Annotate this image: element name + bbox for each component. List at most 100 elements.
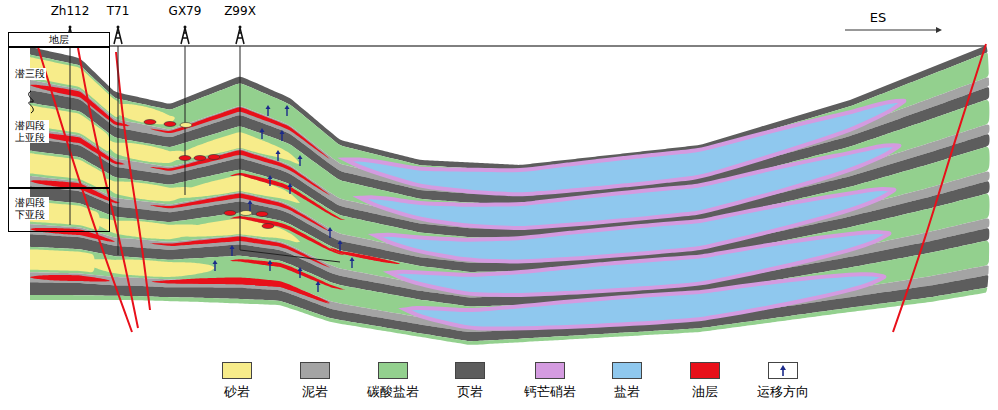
- lens: [110, 103, 175, 124]
- migration-arrow: [299, 158, 300, 166]
- lens: [170, 175, 300, 203]
- derrick-icon: [114, 28, 122, 44]
- migration-arrow: [248, 200, 253, 204]
- derrick-top: [117, 26, 120, 29]
- legend-text: 砂岩: [224, 383, 250, 401]
- direction-label: ES: [870, 10, 886, 25]
- derrick-top: [69, 26, 72, 29]
- well-bore: [185, 46, 186, 195]
- legend-item: 页岩: [445, 362, 505, 402]
- legend-item: 盐岩: [602, 362, 662, 402]
- migration-arrow: [329, 230, 330, 238]
- legend-item: 油层: [680, 362, 740, 402]
- migration-arrow: [299, 270, 300, 278]
- direction-arrow: [845, 30, 936, 31]
- migration-arrow: [281, 133, 282, 141]
- fault-line: [893, 44, 986, 332]
- legend-arrow: [780, 365, 786, 370]
- oil-trap: [224, 211, 236, 216]
- migration-arrow: [269, 263, 270, 271]
- lens: [160, 277, 330, 302]
- migration-arrow: [277, 153, 278, 161]
- migration-arrow: [286, 108, 287, 116]
- migration-arrow: [213, 260, 218, 264]
- migration-arrow: [261, 131, 262, 139]
- migration-arrow: [338, 240, 343, 244]
- derrick-icon: [181, 28, 189, 44]
- migration-arrow: [339, 243, 340, 251]
- oil-trap: [208, 155, 220, 160]
- legend-text: 碳酸盐岩: [367, 383, 419, 401]
- well-name: T71: [107, 4, 130, 18]
- well-name: Zh112: [51, 4, 90, 18]
- legend-text: 盐岩: [614, 383, 640, 401]
- well-name: Z99X: [224, 4, 256, 18]
- oil-trap: [179, 156, 191, 161]
- legend-swatch: [300, 362, 330, 379]
- range-mark: [21, 90, 41, 114]
- migration-arrow: [298, 155, 303, 159]
- migration-arrow: [285, 105, 290, 109]
- migration-arrow: [267, 108, 268, 116]
- lens: [170, 132, 300, 164]
- legend-swatch: [378, 362, 408, 379]
- oil-trap: [262, 224, 274, 229]
- oil-trap: [180, 123, 192, 128]
- legend-swatch: [455, 362, 485, 379]
- strata: [30, 33, 990, 354]
- range-mark: [29, 91, 34, 113]
- stratum-name: 潜四段 上亚段: [14, 120, 49, 143]
- legend-item: 碳酸盐岩: [368, 362, 428, 402]
- oil-trap: [256, 212, 268, 217]
- migration-arrow: [260, 128, 265, 132]
- well-name: GX79: [169, 4, 202, 18]
- oil-trap: [144, 120, 156, 125]
- derrick-top: [184, 26, 187, 29]
- migration-arrow: [289, 186, 290, 194]
- legend-swatch: [690, 362, 720, 379]
- lens: [230, 216, 345, 255]
- oil-trap: [194, 156, 206, 161]
- stratum-name: 地层: [48, 34, 70, 46]
- migration-arrow: [351, 260, 352, 268]
- derrick-icon: [236, 28, 244, 44]
- legend-item: 泥岩: [290, 362, 350, 402]
- lens: [230, 173, 345, 220]
- migration-arrow: [316, 281, 321, 285]
- stratum-name: 潜四段 下亚段: [14, 197, 49, 220]
- migration-arrow: [269, 178, 270, 186]
- legend-arrow: [769, 363, 797, 378]
- migration-arrow: [249, 203, 250, 211]
- well-bore: [70, 46, 71, 225]
- migration-arrow: [350, 257, 355, 261]
- lens: [30, 228, 115, 242]
- migration-arrow: [231, 248, 232, 256]
- legend-text: 油层: [692, 383, 718, 401]
- migration-arrow: [214, 263, 215, 271]
- stratum-name: 潜三段: [14, 68, 46, 80]
- legend-swatch: [768, 362, 798, 379]
- stratum-cell: 地层: [8, 32, 110, 47]
- legend-item: 砂岩: [212, 362, 272, 402]
- legend-text: 页岩: [457, 383, 483, 401]
- lens: [30, 275, 110, 282]
- migration-arrow: [268, 175, 273, 179]
- fault-line: [116, 52, 150, 310]
- migration-arrow: [276, 150, 281, 154]
- oil-trap: [164, 122, 176, 127]
- legend-swatch: [612, 362, 642, 379]
- legend-text: 钙芒硝岩: [524, 383, 576, 401]
- ground-line: [8, 46, 986, 47]
- legend-arrow: [782, 369, 784, 376]
- migration-arrow: [280, 130, 285, 134]
- migration-arrow: [317, 284, 318, 292]
- migration-arrow: [288, 183, 293, 187]
- well-bore: [240, 46, 241, 250]
- legend-text: 运移方向: [757, 383, 809, 401]
- migration-arrow: [230, 245, 235, 249]
- legend-item: 钙芒硝岩: [525, 362, 585, 402]
- lens: [86, 259, 215, 277]
- migration-arrow: [298, 267, 303, 271]
- direction-arrow: [936, 27, 942, 33]
